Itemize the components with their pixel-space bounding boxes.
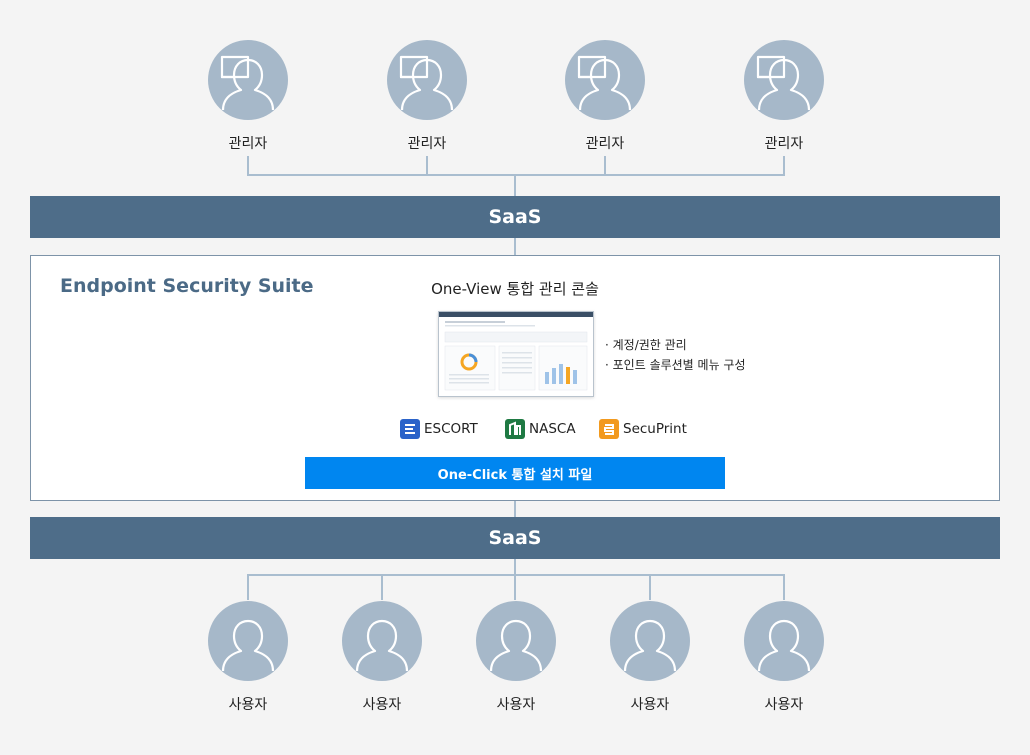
saas-bar-top: SaaS — [30, 196, 1000, 238]
console-title: One-View 통합 관리 콘솔 — [431, 280, 599, 298]
user-avatar-1 — [208, 601, 288, 681]
nasca-icon — [505, 419, 525, 439]
one-click-install-bar: One-Click 통합 설치 파일 — [305, 457, 725, 489]
user-avatar-2 — [342, 601, 422, 681]
product-label: SecuPrint — [623, 421, 687, 437]
saas-bar-bottom: SaaS — [30, 517, 1000, 559]
feature-item: · 계정/권한 관리 — [605, 338, 687, 352]
admin-avatar-4 — [744, 40, 824, 120]
console-thumbnail-image — [439, 312, 593, 391]
admin-computer-icon — [744, 40, 824, 120]
secuprint-icon — [599, 419, 619, 439]
admin-label: 관리자 — [407, 136, 447, 152]
admin-avatar-3 — [565, 40, 645, 120]
user-icon — [744, 601, 824, 681]
user-icon — [208, 601, 288, 681]
admin-label: 관리자 — [764, 136, 804, 152]
admin-label: 관리자 — [585, 136, 625, 152]
user-icon — [476, 601, 556, 681]
user-avatar-4 — [610, 601, 690, 681]
product-secuprint: SecuPrint — [599, 418, 687, 440]
user-icon — [342, 601, 422, 681]
admin-computer-icon — [208, 40, 288, 120]
admin-computer-icon — [565, 40, 645, 120]
user-label: 사용자 — [764, 697, 804, 713]
product-label: NASCA — [529, 421, 576, 437]
feature-item: · 포인트 솔루션별 메뉴 구성 — [605, 358, 746, 372]
product-label: ESCORT — [424, 421, 478, 437]
user-label: 사용자 — [228, 697, 268, 713]
user-label: 사용자 — [362, 697, 402, 713]
product-nasca: NASCA — [505, 418, 576, 440]
user-icon — [610, 601, 690, 681]
admin-avatar-1 — [208, 40, 288, 120]
console-screenshot — [438, 311, 594, 397]
user-avatar-5 — [744, 601, 824, 681]
user-label: 사용자 — [630, 697, 670, 713]
admin-connector — [247, 156, 785, 176]
admin-computer-icon — [387, 40, 467, 120]
escort-icon — [400, 419, 420, 439]
admin-label: 관리자 — [228, 136, 268, 152]
user-avatar-3 — [476, 601, 556, 681]
admin-avatar-2 — [387, 40, 467, 120]
user-label: 사용자 — [496, 697, 536, 713]
suite-title: Endpoint Security Suite — [60, 275, 314, 297]
product-escort: ESCORT — [400, 418, 478, 440]
